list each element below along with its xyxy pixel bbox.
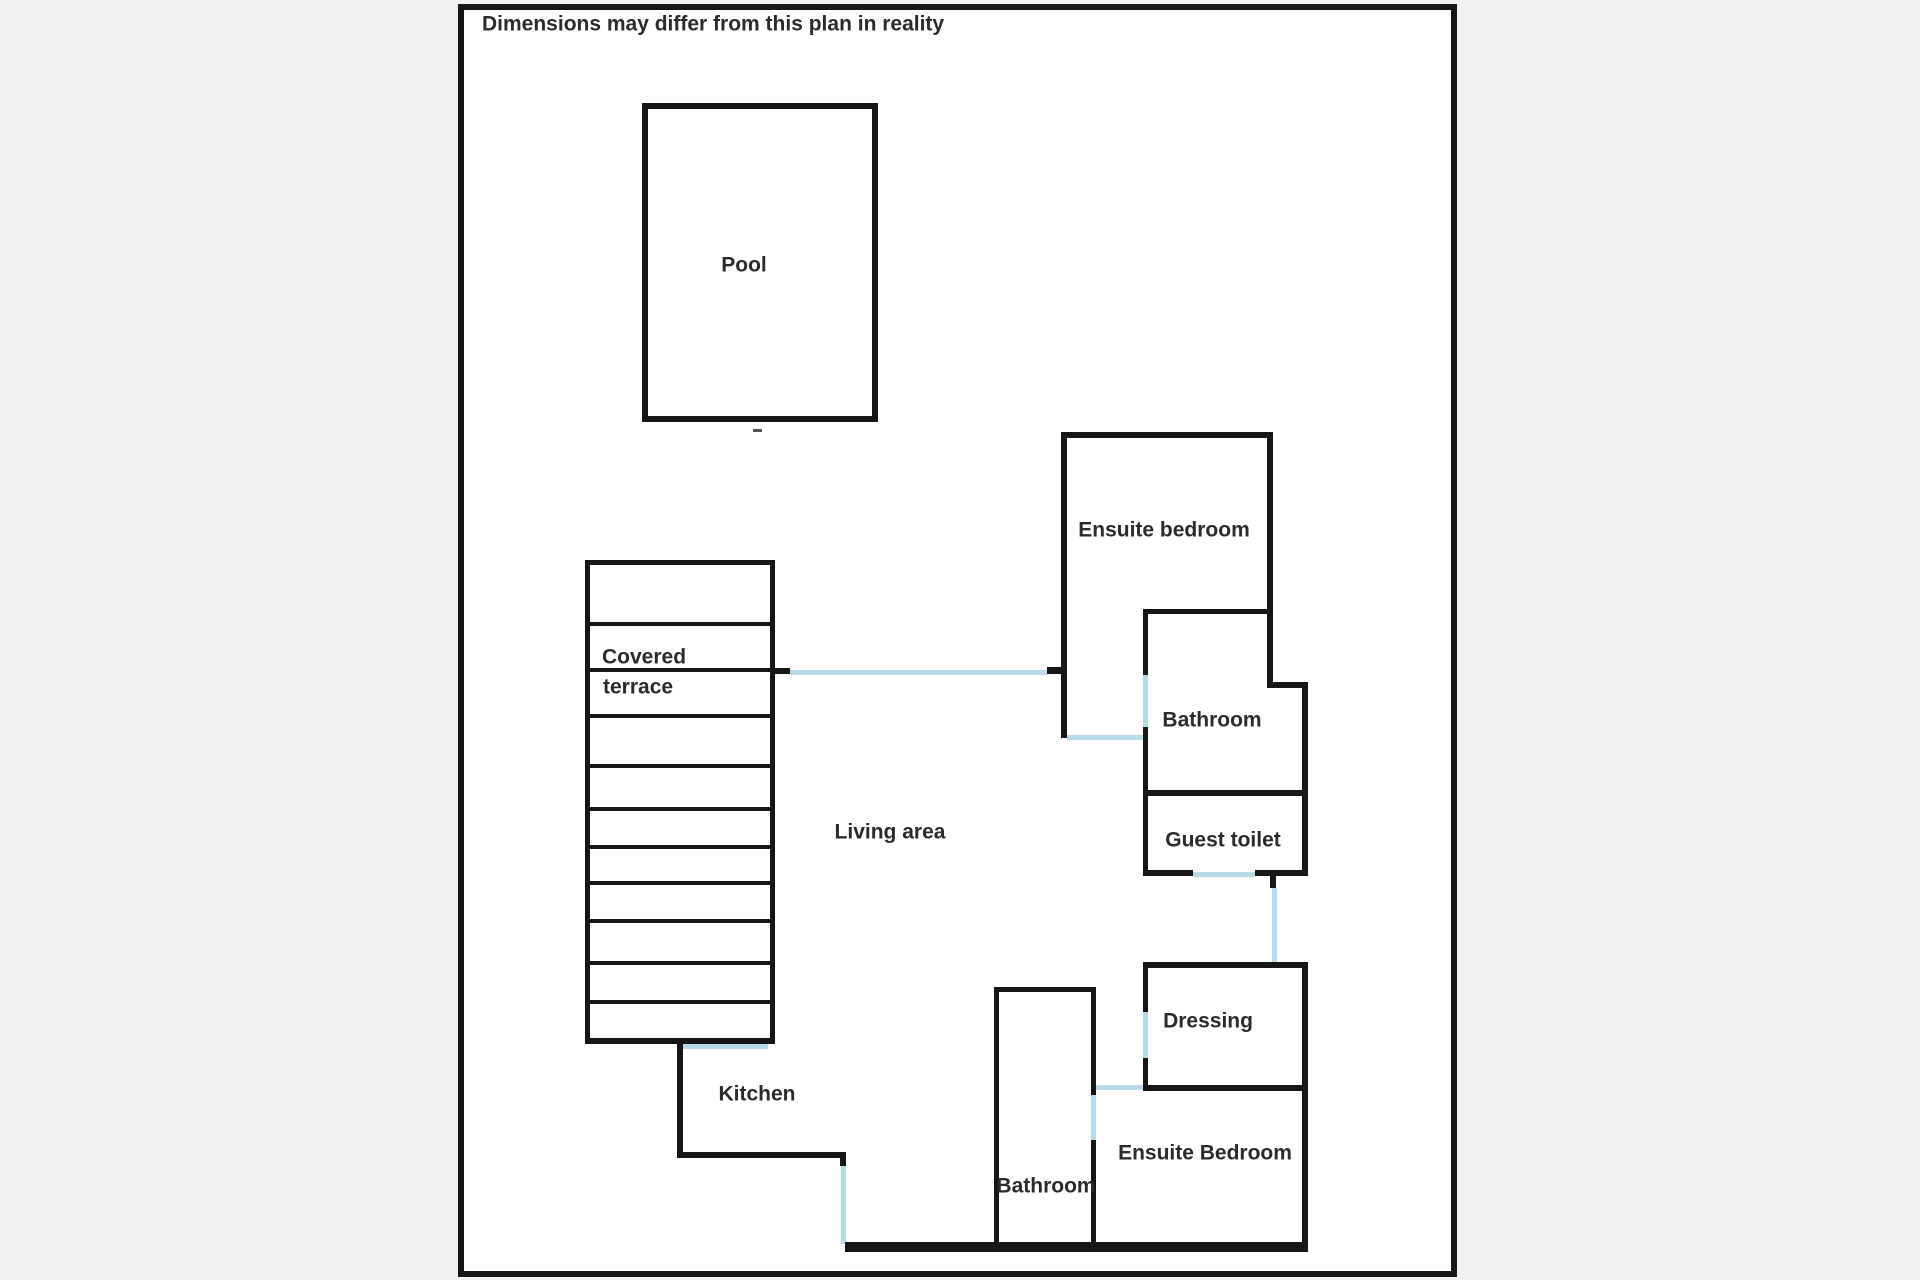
room-label-living-area: Living area — [834, 820, 946, 844]
disclaimer-text: Dimensions may differ from this plan in … — [482, 12, 945, 36]
kitchen-walls — [677, 1043, 846, 1244]
room-label-bathroom-bottom: Bathroom — [996, 1174, 1096, 1198]
room-label-covered-terrace-line2: terrace — [603, 675, 674, 699]
room-label-ensuite-bedroom-top: Ensuite bedroom — [1078, 518, 1250, 542]
bathroom-top-walls — [1143, 609, 1308, 796]
plan-canvas — [458, 4, 1457, 1277]
room-label-pool: Pool — [721, 253, 767, 277]
room-label-bathroom-top: Bathroom — [1162, 708, 1262, 732]
living-area-glass-wall — [775, 667, 1063, 675]
terrace-walls — [585, 560, 775, 1049]
south-wall — [845, 1242, 1308, 1252]
room-label-guest-toilet: Guest toilet — [1165, 828, 1281, 852]
outer-border — [458, 4, 1457, 1277]
dressing-walls — [1096, 962, 1308, 1252]
room-label-covered-terrace-line1: Covered — [602, 645, 687, 669]
bathroom-bottom-walls — [994, 987, 1096, 1247]
ensuite-bedroom-top-walls — [1061, 432, 1308, 876]
room-label-ensuite-bedroom-bottom: Ensuite Bedroom — [1118, 1141, 1292, 1165]
guest-toilet-walls — [1143, 796, 1308, 962]
pool-outline — [642, 103, 878, 432]
room-label-kitchen: Kitchen — [718, 1082, 796, 1106]
room-label-dressing: Dressing — [1163, 1009, 1253, 1033]
